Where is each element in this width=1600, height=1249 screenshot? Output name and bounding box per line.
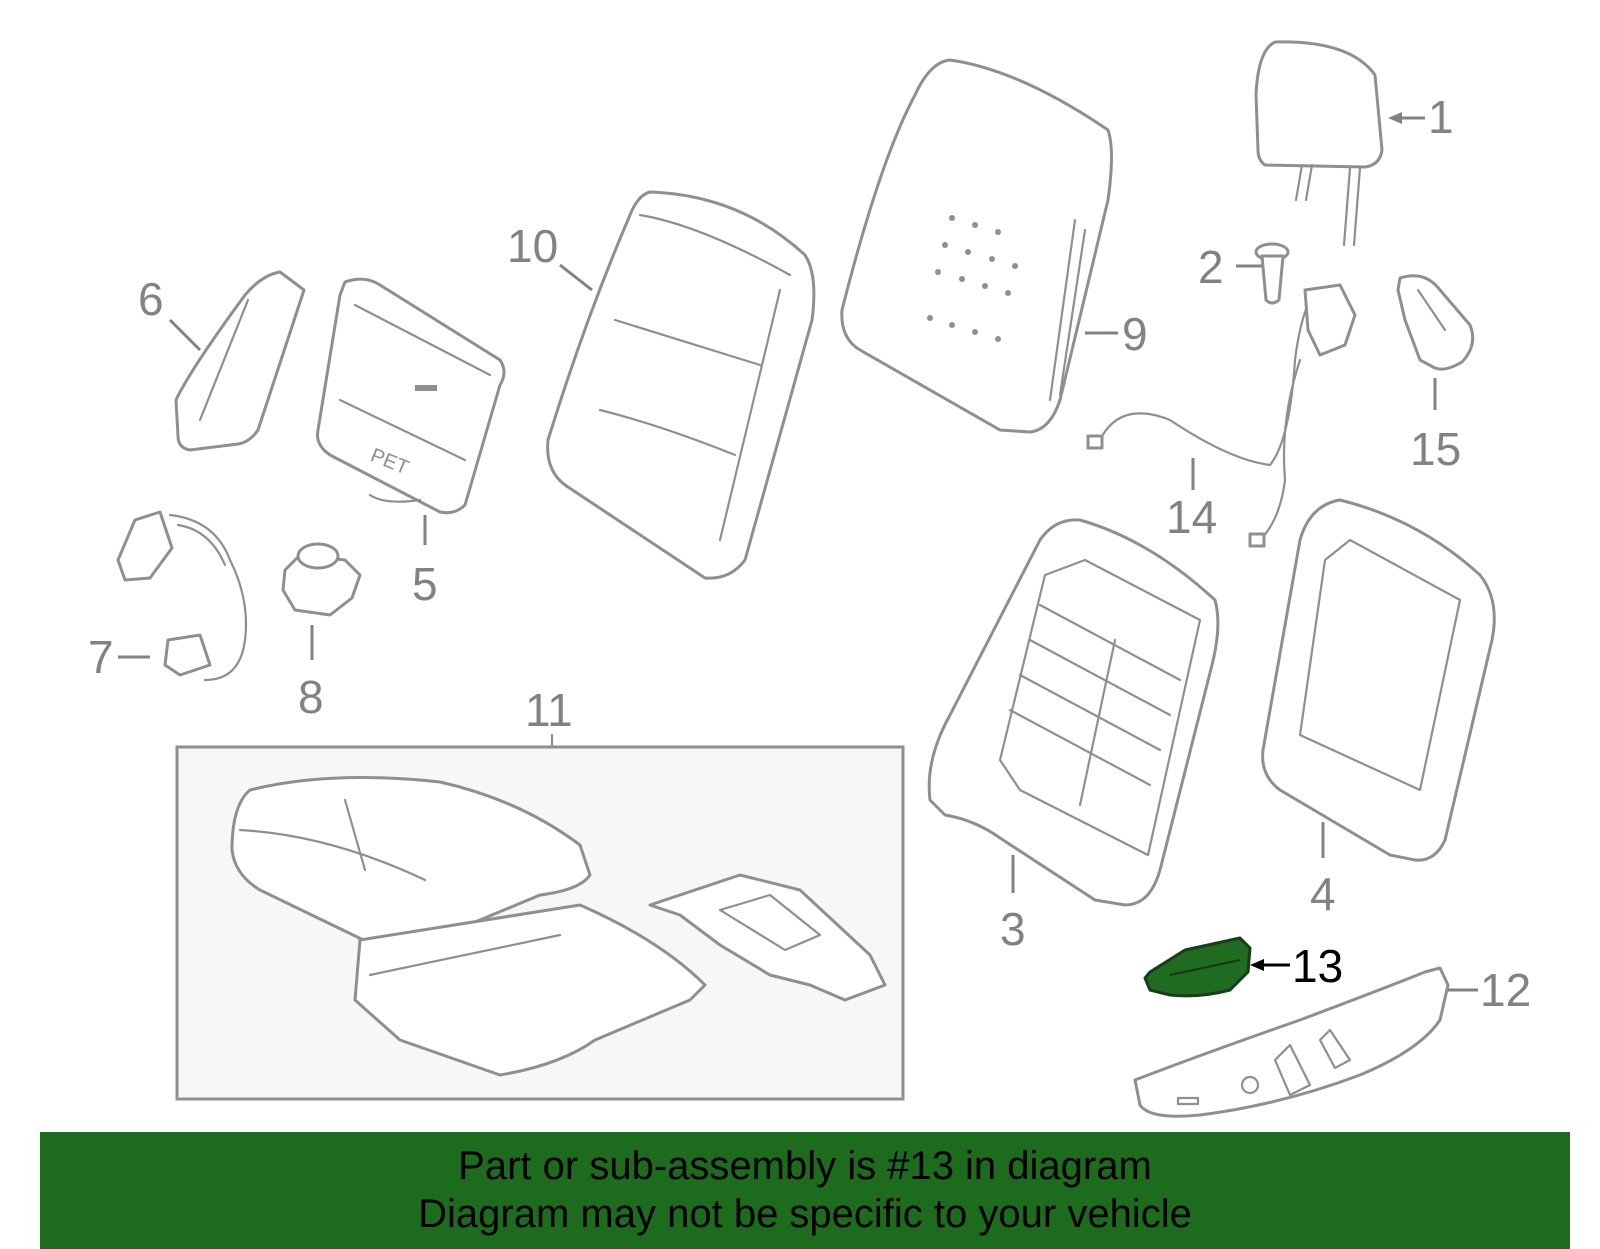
part-9-backrest-cover[interactable] bbox=[840, 58, 1113, 434]
part-1-headrest[interactable] bbox=[1254, 40, 1384, 247]
callout-2: 2 bbox=[1198, 241, 1224, 293]
part-2-guide-sleeve[interactable] bbox=[1254, 242, 1290, 305]
callout-12: 12 bbox=[1480, 964, 1531, 1016]
part-10-backrest-pad[interactable] bbox=[546, 190, 816, 580]
callout-14: 14 bbox=[1166, 491, 1217, 543]
part-14-cable[interactable] bbox=[1086, 283, 1357, 548]
part-6-side-trim[interactable] bbox=[174, 270, 306, 452]
part-3-backrest-frame[interactable] bbox=[927, 518, 1220, 907]
callout-13: 13 bbox=[1292, 940, 1343, 992]
arrowhead-1 bbox=[1388, 112, 1402, 124]
part-13-trim-cover-highlighted[interactable] bbox=[1143, 936, 1252, 998]
part-5-seat-mat[interactable]: PET bbox=[316, 277, 506, 515]
callout-10: 10 bbox=[507, 220, 558, 272]
part-15-cover-cap[interactable] bbox=[1396, 274, 1475, 371]
banner-line-2: Diagram may not be specific to your vehi… bbox=[418, 1192, 1192, 1236]
banner-line-1: Part or sub-assembly is #13 in diagram bbox=[458, 1144, 1152, 1188]
part-4-back-panel[interactable] bbox=[1261, 498, 1496, 862]
arrow-6 bbox=[168, 318, 202, 352]
part-7-wiring-harness[interactable] bbox=[116, 510, 248, 682]
callout-9: 9 bbox=[1122, 308, 1148, 360]
callout-7: 7 bbox=[88, 631, 114, 683]
info-banner: Part or sub-assembly is #13 in diagram D… bbox=[40, 1132, 1570, 1249]
callout-5: 5 bbox=[412, 558, 438, 610]
callout-8: 8 bbox=[298, 671, 324, 723]
arrow-10 bbox=[559, 263, 593, 292]
callout-3: 3 bbox=[1000, 903, 1026, 955]
callout-11: 11 bbox=[525, 684, 573, 736]
callout-6: 6 bbox=[138, 273, 164, 325]
part-8-switch[interactable] bbox=[281, 542, 362, 617]
callout-15: 15 bbox=[1410, 423, 1461, 475]
part-11-seat-cushion-assembly[interactable] bbox=[175, 733, 905, 1101]
arrowhead-13 bbox=[1250, 959, 1264, 971]
part-12-side-shield[interactable] bbox=[1133, 966, 1450, 1118]
callout-4: 4 bbox=[1310, 868, 1336, 920]
callout-1: 1 bbox=[1428, 91, 1454, 143]
